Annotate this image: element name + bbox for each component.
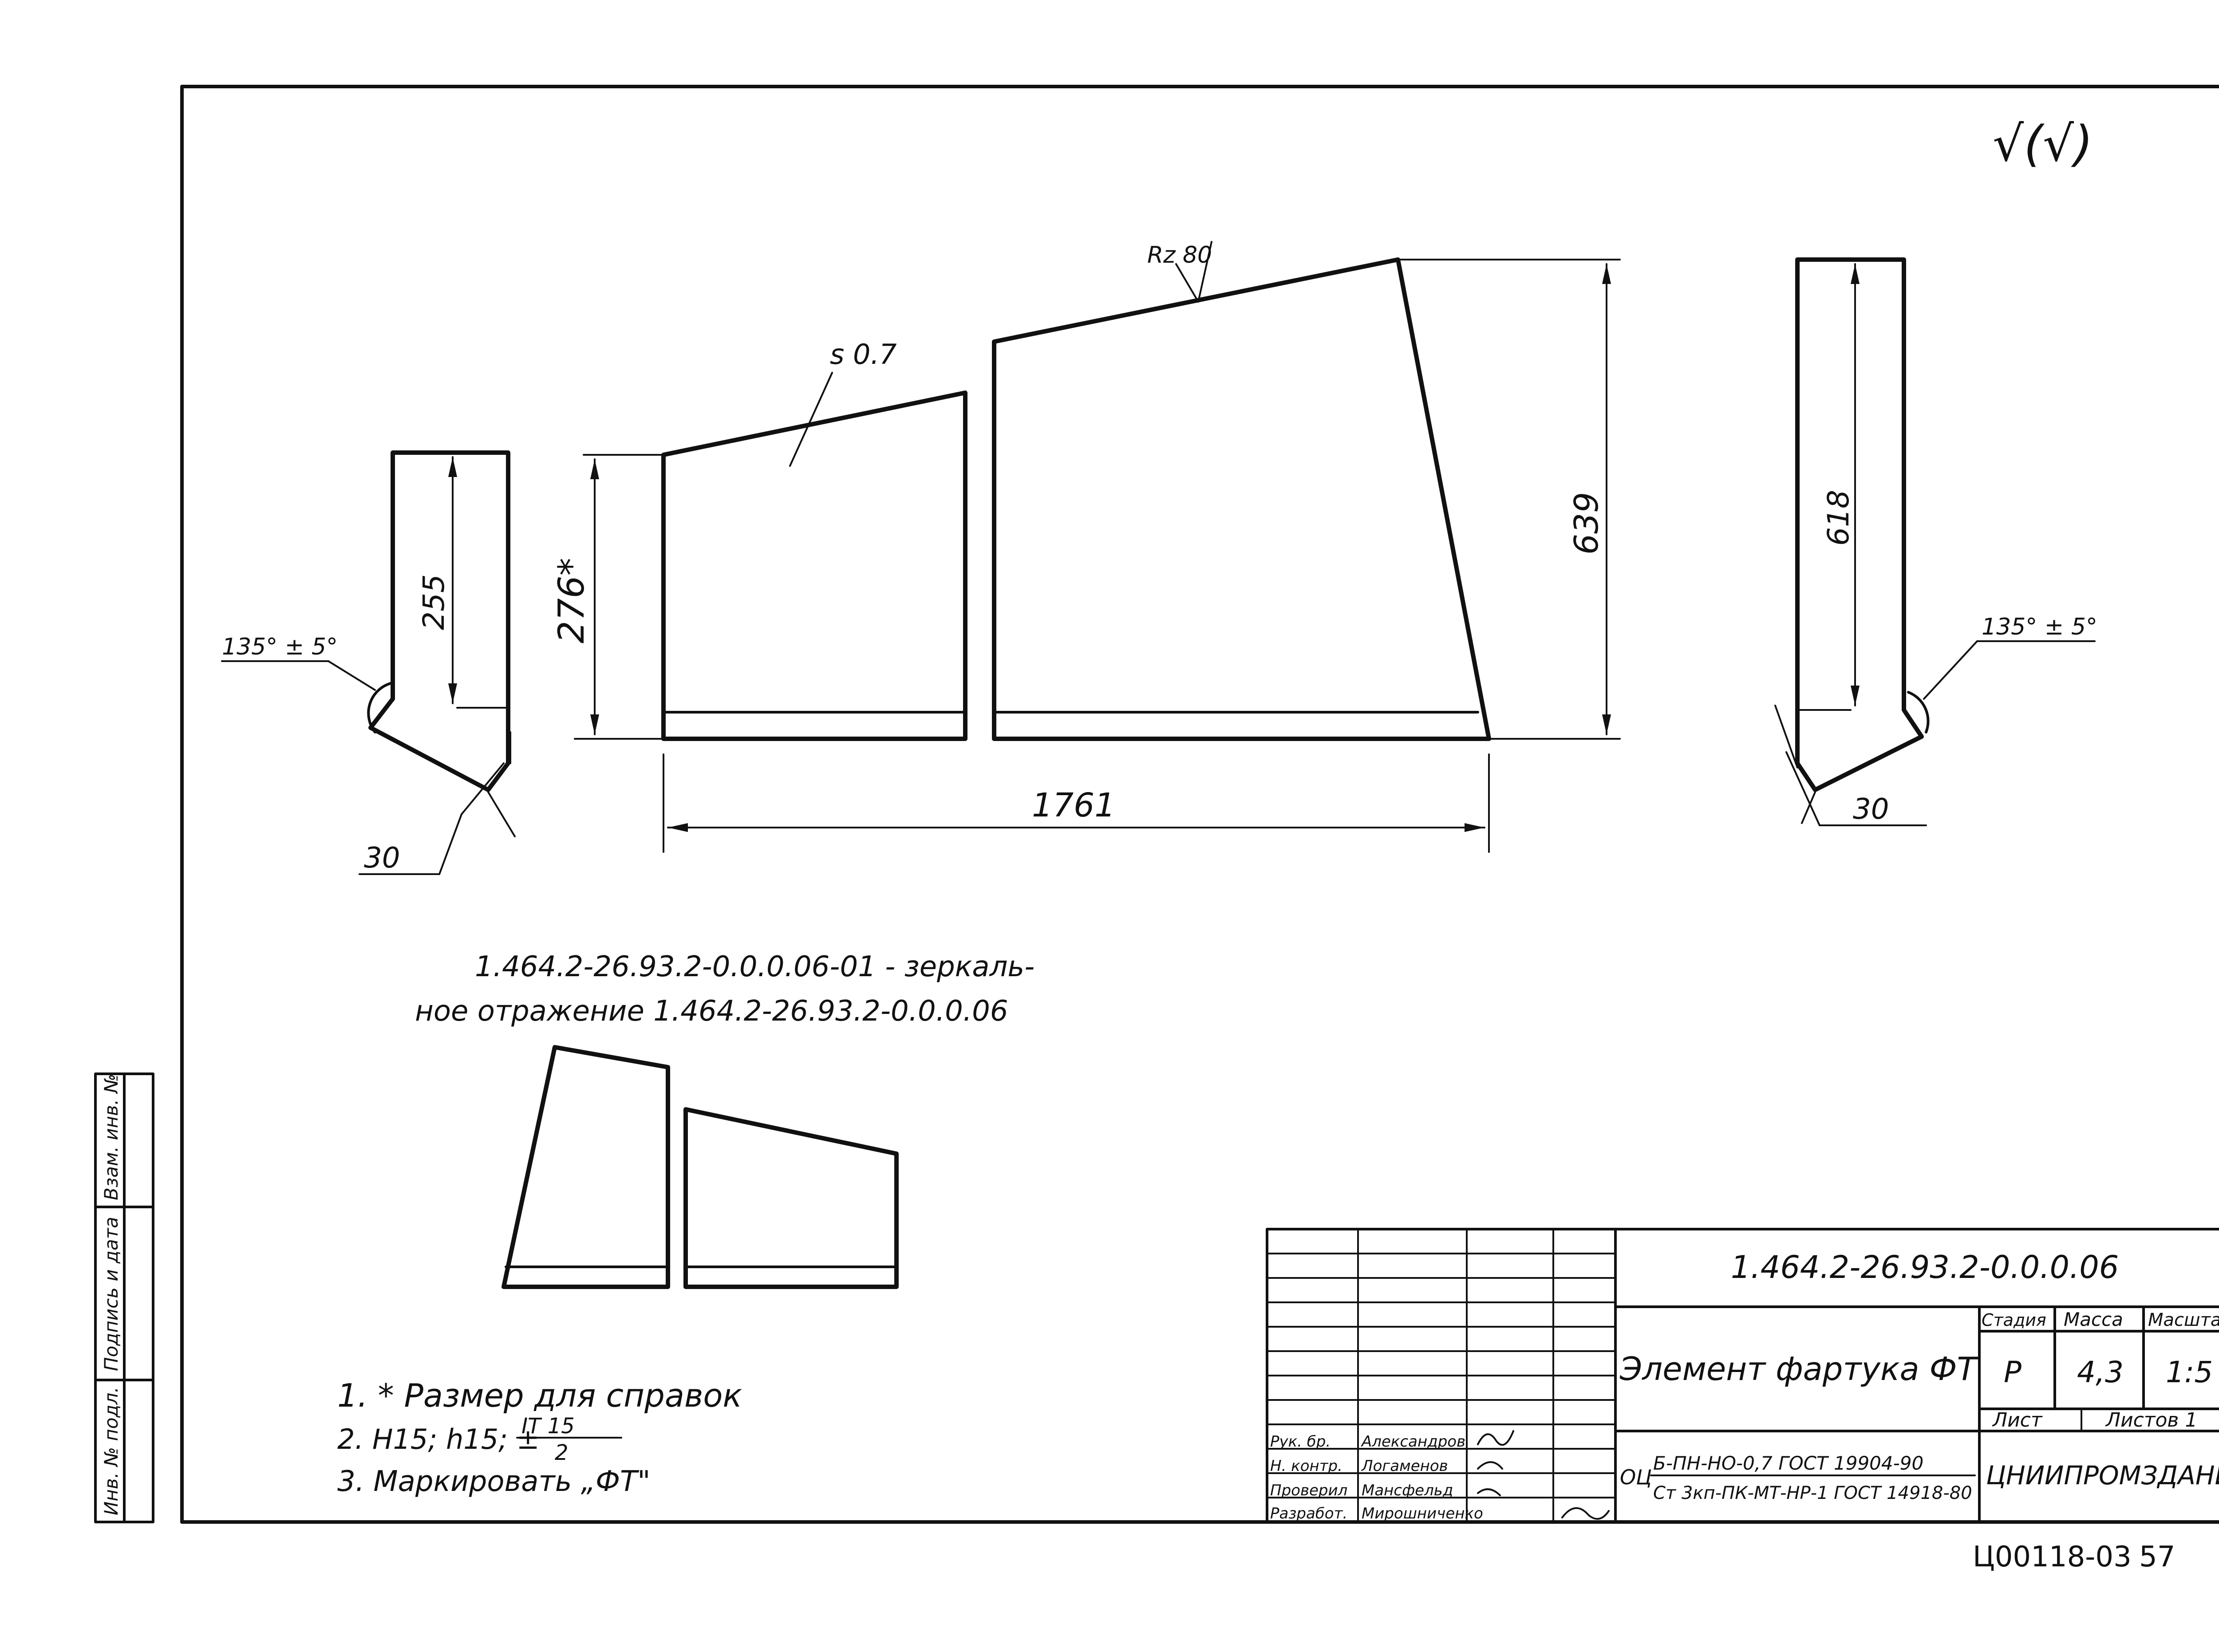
- organization: ЦНИИПРОМЗДАНИЙ: [1986, 1460, 2219, 1490]
- role-1: Рук. бр.: [1270, 1433, 1331, 1451]
- right-height-dimension: 618: [1821, 490, 1856, 546]
- left-angle-dimension: 135° ± 5°: [222, 634, 338, 660]
- right-angle-dimension: 135° ± 5°: [1982, 614, 2097, 640]
- role-2-name: Логаменов: [1361, 1457, 1448, 1475]
- role-4: Разработ.: [1270, 1505, 1347, 1522]
- title-block: Рук. бр. Александров Н. контр. Логаменов…: [1266, 1228, 2219, 1523]
- note-1: 1. * Размер для справок: [337, 1377, 742, 1414]
- mirror-view: [501, 1045, 899, 1289]
- scale-value: 1:5: [2166, 1355, 2213, 1389]
- plate-right-height-dimension: 639: [1568, 492, 1606, 555]
- right-bend-view: 618 135° ± 5° 30: [1774, 257, 2097, 826]
- left-bend-view: 255 135° ± 5° 30: [221, 450, 516, 875]
- tolerance-denominator: 2: [555, 1440, 569, 1465]
- col-stage: Стадия: [1982, 1310, 2046, 1330]
- mass-value: 4,3: [2077, 1355, 2124, 1389]
- right-width-dimension: 30: [1853, 793, 1889, 826]
- stage-value: Р: [2004, 1355, 2022, 1389]
- role-2: Н. контр.: [1270, 1457, 1342, 1475]
- side-stamp-inv: Инв. № подл.: [100, 1387, 122, 1515]
- title-name: Элемент фартука ФТ: [1619, 1350, 1979, 1388]
- material-line2: Ст 3кп-ПК-МТ-НР-1 ГОСТ 14918-80: [1653, 1483, 1972, 1503]
- dimension-arrows: [448, 264, 1860, 832]
- surface-finish-symbol: √(√): [1993, 115, 2093, 172]
- side-stamp: Инв. № подл. Подпись и дата Взам. инв. №: [94, 1072, 154, 1523]
- roughness-label: Rz 80: [1147, 242, 1212, 268]
- side-stamp-sign: Подпись и дата: [100, 1217, 122, 1371]
- album-code: Ц00118-03: [1973, 1541, 2132, 1573]
- left-height-dimension: 255: [417, 574, 451, 630]
- note-2: 2. H15; h15; ±: [337, 1423, 540, 1455]
- plate-length-dimension: 1761: [1032, 786, 1115, 824]
- role-4-name: Мирошниченко: [1362, 1505, 1483, 1522]
- role-1-name: Александров: [1361, 1433, 1465, 1451]
- left-width-dimension: 30: [364, 842, 400, 875]
- sheets-label: Листов 1: [2105, 1409, 2197, 1431]
- mirror-note-line2: ное отражение 1.464.2-26.93.2-0.0.0.06: [415, 995, 1008, 1028]
- material-prefix: ОЦ: [1620, 1465, 1652, 1489]
- note-3: 3. Маркировать „ФТ": [337, 1465, 651, 1498]
- col-mass: Масса: [2064, 1309, 2123, 1330]
- title-designation: 1.464.2-26.93.2-0.0.0.06: [1731, 1249, 2119, 1285]
- thickness-label: s 0.7: [830, 338, 897, 371]
- page-number: 57: [2139, 1541, 2175, 1573]
- side-stamp-replace: Взам. инв. №: [100, 1074, 122, 1200]
- plate-height-ref-dimension: 276*: [551, 558, 592, 643]
- apron-plate-main-view: 276* 639 1761 s 0.7 Rz 80: [551, 241, 1621, 853]
- col-scale: Масштаб: [2148, 1310, 2219, 1330]
- role-3-name: Мансфельд: [1362, 1482, 1453, 1499]
- material-line1: Б-ПН-НО-0,7 ГОСТ 19904-90: [1653, 1452, 1923, 1474]
- role-3: Проверил: [1270, 1482, 1347, 1499]
- mirror-note-line1: 1.464.2-26.93.2-0.0.0.06-01 - зеркаль-: [475, 950, 1034, 983]
- technical-notes: 1. * Размер для справок 2. H15; h15; ± I…: [337, 1377, 742, 1498]
- sheet-label: Лист: [1992, 1409, 2043, 1431]
- drawing-frame: [180, 85, 2219, 1524]
- signatures: [1477, 1430, 1610, 1520]
- tolerance-numerator: IT 15: [521, 1414, 575, 1439]
